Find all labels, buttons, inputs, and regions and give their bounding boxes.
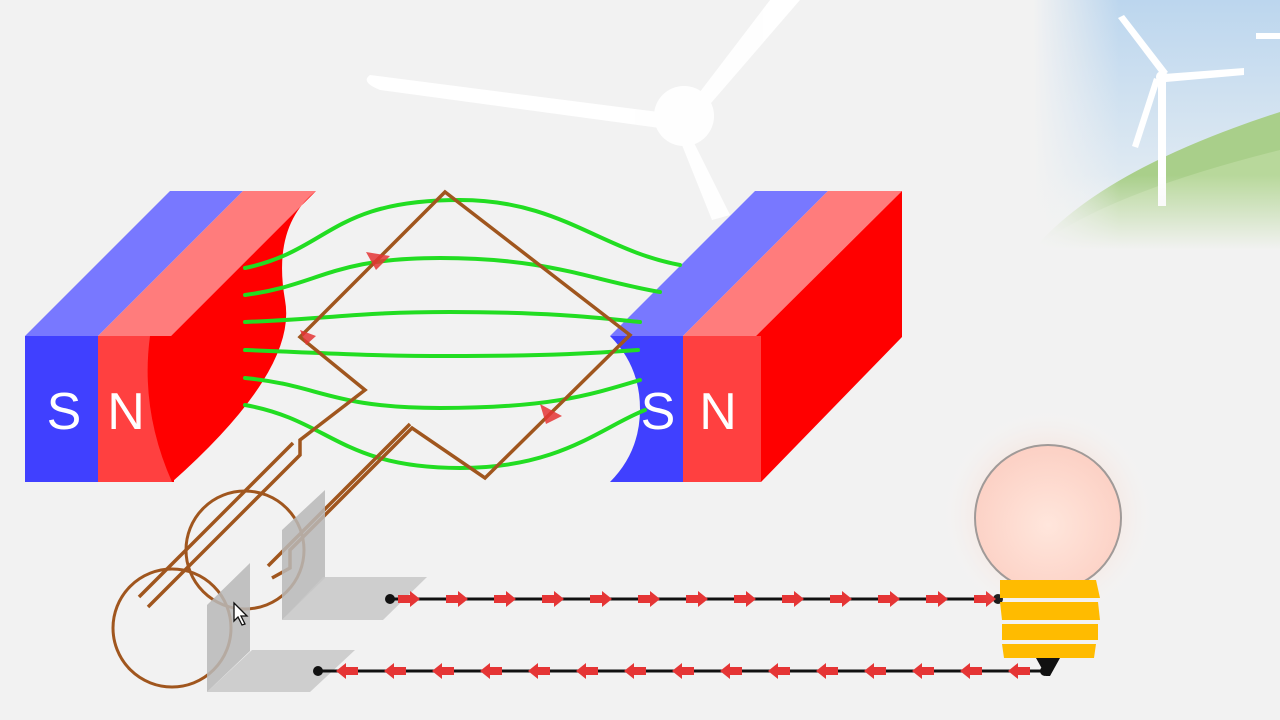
left-magnet-north-side [171,191,316,482]
left-magnet: S N [25,191,316,482]
current-arrow-right [590,591,612,607]
left-magnet-south-label: S [47,383,82,441]
current-arrow-right [830,591,852,607]
current-arrow-left [912,663,934,679]
current-arrow-right [782,591,804,607]
current-arrow-right [734,591,756,607]
current-arrow-right [878,591,900,607]
background-wind-turbine [366,0,800,220]
light-bulb-icon [938,405,1158,676]
current-arrow-left [768,663,790,679]
current-arrow-right [494,591,516,607]
current-arrow-left [384,663,406,679]
right-magnet-north-face [683,336,761,482]
current-arrow-left [720,663,742,679]
current-arrow-right [542,591,564,607]
current-arrow-left [816,663,838,679]
right-magnet-north-side [756,191,902,482]
wind-turbine-landscape-icon [1033,0,1280,250]
current-arrow-left [480,663,502,679]
left-magnet-north-top [98,191,316,336]
current-arrow-right [398,591,420,607]
current-arrow-left [528,663,550,679]
current-arrow-right [638,591,660,607]
right-magnet: S N [610,191,902,482]
brushes [207,490,427,692]
current-arrow-left [672,663,694,679]
current-arrow-left [960,663,982,679]
coil-current-arrows [300,252,562,424]
right-magnet-south-label: S [641,383,676,441]
current-arrow-left [432,663,454,679]
current-arrow-right [686,591,708,607]
magnetic-field-lines [243,197,682,471]
left-magnet-south-top [25,191,243,336]
right-magnet-north-label: N [699,383,737,441]
current-arrow-left [1008,663,1030,679]
mouse-pointer-icon [233,601,249,626]
current-arrow-right [446,591,468,607]
current-arrow-right [926,591,948,607]
current-arrow-left [336,663,358,679]
left-magnet-south-face [25,336,99,482]
right-magnet-south-top [610,191,828,336]
current-arrow-left [576,663,598,679]
current-arrow-left [624,663,646,679]
right-magnet-north-top [683,191,902,336]
current-arrow-left [864,663,886,679]
left-magnet-north-label: N [107,383,145,441]
current-arrows-bottom [336,663,1030,679]
